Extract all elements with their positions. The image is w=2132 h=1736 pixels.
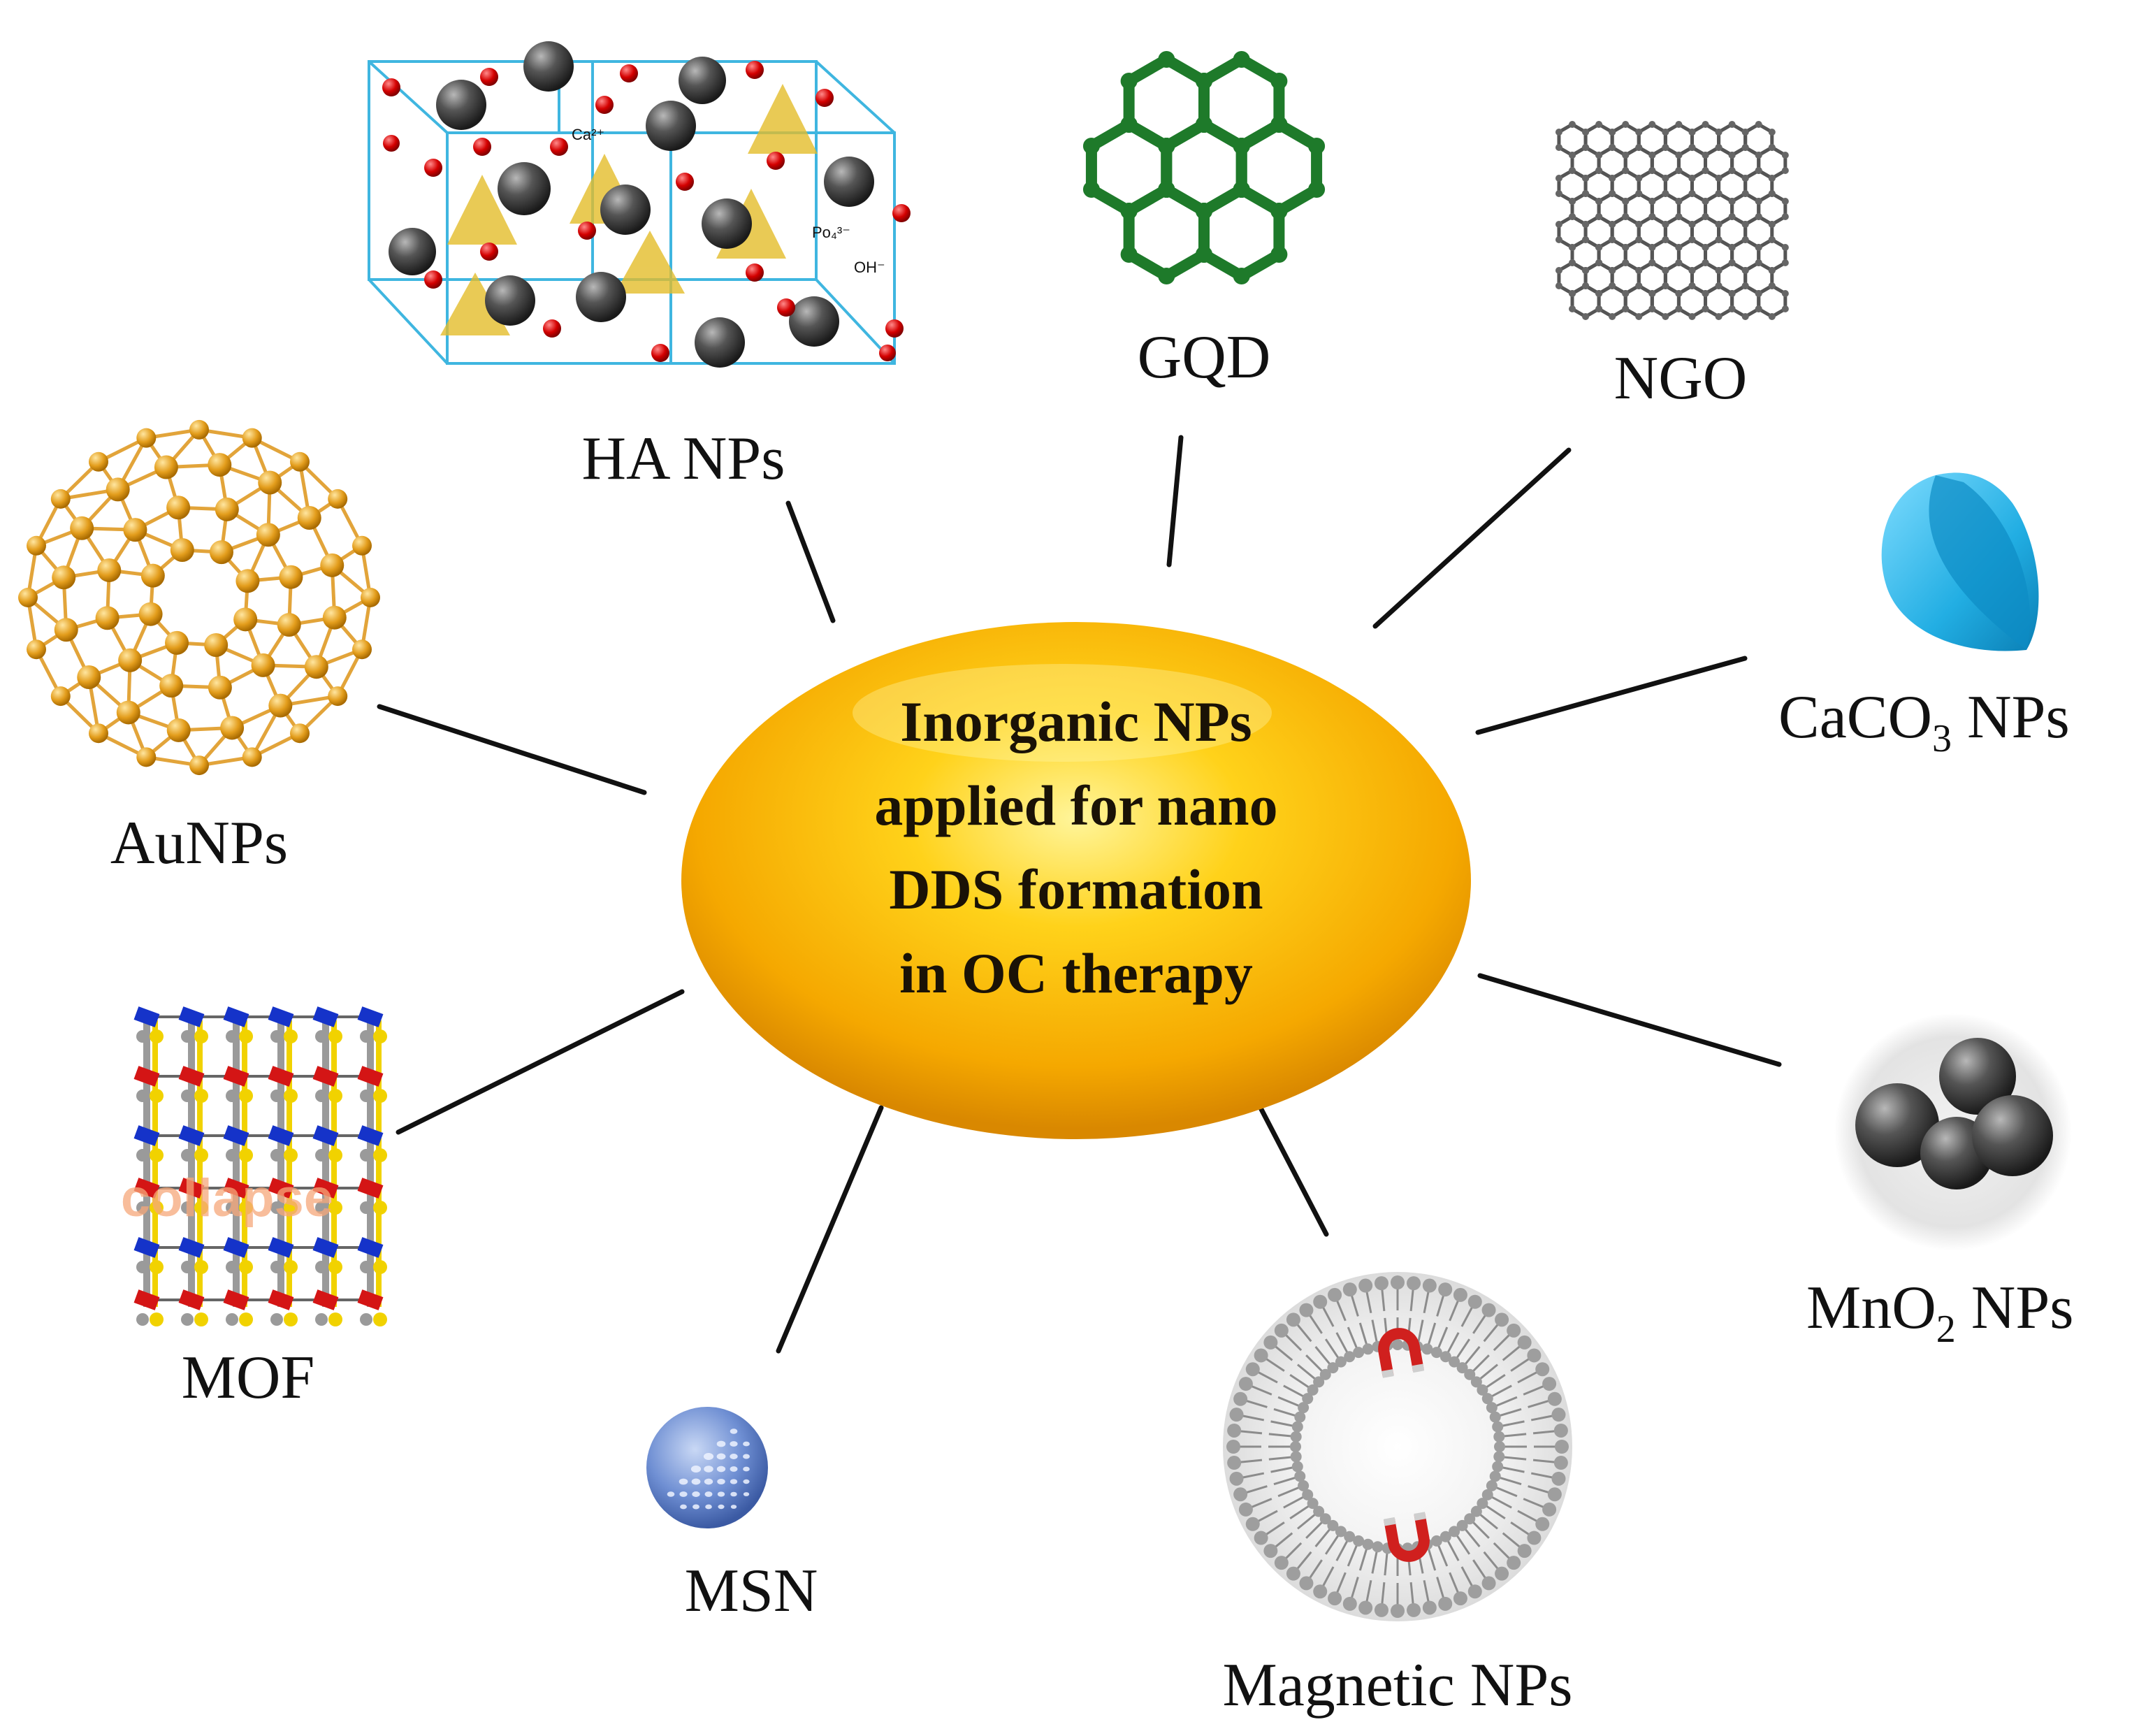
- mno2-node: MnO2 NPs: [1806, 1013, 2074, 1351]
- aunps-node: AuNPs: [18, 419, 380, 877]
- ngo-label: NGO: [1614, 345, 1748, 412]
- gqd-label: GQD: [1138, 324, 1271, 391]
- ha-ion-po4: Po₄³⁻: [812, 224, 850, 241]
- center-line-2: applied for nano: [874, 774, 1277, 837]
- center-line-3: DDS formation: [889, 858, 1263, 921]
- connector-msn: [776, 1105, 884, 1354]
- center-highlight: [853, 664, 1272, 762]
- connector-mof: [396, 989, 685, 1135]
- caco3-node: CaCO3 NPs: [1778, 472, 2070, 760]
- gqd-hexagon-image: [1082, 51, 1326, 284]
- mno2-label: MnO2 NPs: [1806, 1274, 2074, 1351]
- ha-nps-node: Ca²⁺ Po₄³⁻ OH⁻ HA NPs: [368, 41, 911, 493]
- connector-mno2: [1477, 973, 1782, 1067]
- mof-framework-image: [133, 1006, 387, 1326]
- magnet-icon-bottom: [1383, 1512, 1430, 1562]
- caco3-shell-image: [1881, 472, 2039, 651]
- ha-ions-gray: [389, 41, 874, 368]
- connector-ngo: [1372, 447, 1572, 629]
- ngo-sheet-image: [1555, 121, 1789, 320]
- center-line-4: in OC therapy: [899, 941, 1253, 1005]
- ngo-node: NGO: [1555, 121, 1789, 412]
- magnetic-node: Magnetic NPs: [1222, 1272, 1573, 1719]
- msn-node: MSN: [646, 1407, 818, 1625]
- ha-nps-label: HA NPs: [582, 425, 785, 493]
- center-line-1: Inorganic NPs: [900, 690, 1252, 753]
- ha-ions-red: [382, 61, 911, 362]
- connector-magnetic: [1252, 1093, 1329, 1237]
- center-node: Inorganic NPs applied for nano DDS forma…: [681, 622, 1471, 1139]
- msn-pores: [667, 1428, 750, 1510]
- aunps-label: AuNPs: [110, 809, 288, 877]
- connector-aunps: [377, 704, 647, 795]
- magnetic-label: Magnetic NPs: [1222, 1651, 1572, 1719]
- ha-ion-ca: Ca²⁺: [572, 126, 604, 143]
- center-ellipse: [681, 622, 1471, 1139]
- magnet-icon-top: [1378, 1328, 1425, 1378]
- msn-label: MSN: [685, 1557, 818, 1625]
- caco3-label: CaCO3 NPs: [1778, 683, 2070, 760]
- magnetic-bilayer: [1226, 1275, 1569, 1618]
- mof-watermark: collapse: [121, 1169, 333, 1228]
- mof-label: MOF: [182, 1344, 315, 1412]
- connector-caco3: [1475, 656, 1748, 735]
- ha-ion-oh: OH⁻: [854, 259, 885, 276]
- connectors: [377, 435, 1782, 1354]
- aunps-cage-image: [18, 419, 380, 776]
- mof-node: collapse MOF: [121, 1006, 387, 1412]
- connector-gqd: [1166, 435, 1184, 567]
- gqd-node: GQD: [1082, 51, 1326, 391]
- connector-ha: [785, 500, 836, 623]
- mno2-spheres-image: [1855, 1038, 2053, 1189]
